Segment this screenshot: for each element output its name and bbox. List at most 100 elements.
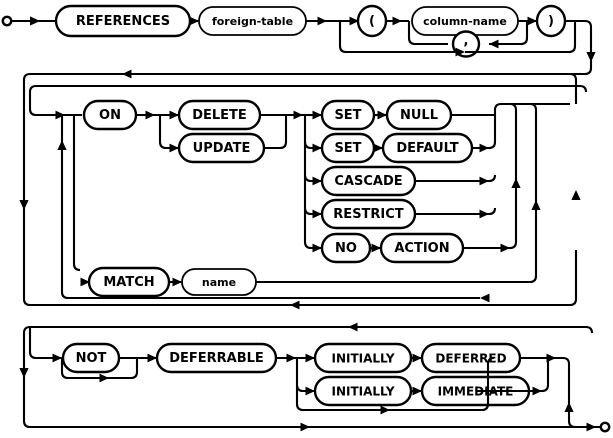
rail-action-spine <box>303 115 321 250</box>
arrow-head-initially-split <box>286 353 296 363</box>
node-action-label: ACTION <box>394 241 449 256</box>
rail-update-to-merge <box>264 115 288 150</box>
arrow-head-default <box>373 143 383 153</box>
rail-section2-entry-top-rail <box>36 84 588 93</box>
rail-immediate-to-merge <box>529 358 550 393</box>
node-name-label: name <box>202 276 236 289</box>
arrow-head-action-merge <box>500 243 510 253</box>
rail-section2-left-frame <box>22 72 31 307</box>
node-match-label: MATCH <box>103 275 154 290</box>
arrow-head-section3-exit-down <box>564 402 574 412</box>
rail-name-to-right-merge <box>256 102 538 284</box>
rail-comma-loop-left <box>407 21 448 46</box>
start-circle <box>1 15 13 27</box>
arrow-head-rparen <box>527 16 537 26</box>
rail-initially-bypass-merge <box>481 356 495 412</box>
node-null-label: NULL <box>400 108 438 123</box>
arrow-head-row1-down <box>586 52 596 62</box>
rail-section2-entry <box>28 84 82 117</box>
node-update-label: UPDATE <box>193 141 251 156</box>
rail-section2-to-match <box>72 115 81 272</box>
arrow-head-section2-repeat-up <box>57 140 67 150</box>
rail-comma-loop-right <box>489 21 529 46</box>
node-initially-deferred-initially-label: INITIALLY <box>331 352 394 366</box>
arrow-head-end <box>586 422 596 432</box>
arrow-head-action-merge-down <box>511 178 521 188</box>
arrow-head-cascade <box>312 176 322 186</box>
rail-action-merge-no-action-up <box>509 102 518 242</box>
rail-to-initially-immediate <box>295 384 314 393</box>
section-on-match: ON DELETE UPDATE SET <box>19 72 588 310</box>
node-foreign-table-label: foreign-table <box>212 15 293 28</box>
node-initially-immediate-initially-label: INITIALLY <box>331 385 394 399</box>
arrow-head-foreign-table <box>189 16 199 26</box>
rail-section2-return <box>30 250 578 307</box>
rail-action-merge-up <box>493 102 570 142</box>
arrow-head-start <box>30 16 40 26</box>
row-references: REFERENCES foreign-table ( column-name <box>1 4 596 79</box>
arrow-head-deferred <box>412 353 422 363</box>
node-references-label: REFERENCES <box>76 14 170 29</box>
arrow-head-set-null <box>312 110 322 120</box>
arrow-head-on-out <box>145 110 155 120</box>
node-set-default-set-label: SET <box>334 141 361 156</box>
node-immediate-label: IMMEDIATE <box>438 385 514 399</box>
arrow-head-set-default <box>312 143 322 153</box>
node-not-label: NOT <box>76 351 107 366</box>
rail-to-cascade <box>303 174 321 183</box>
arrow-head-default-merge <box>479 143 489 153</box>
rail-row1-to-row2-return <box>30 19 593 76</box>
arrow-head-split <box>317 16 327 26</box>
arrow-head-merge-column-list <box>455 47 465 57</box>
arrow-head-initially-immediate <box>305 386 315 396</box>
rail-action-to-merge <box>463 241 518 250</box>
end-circle <box>599 421 611 433</box>
rail-to-restrict <box>303 207 321 216</box>
node-deferred-label: DEFERRED <box>435 352 506 366</box>
arrow-head-action-split <box>293 110 303 120</box>
arrow-head-match <box>80 277 90 287</box>
arrow-head-initially-deferred <box>305 353 315 363</box>
node-rparen-label: ) <box>548 14 554 29</box>
rail-to-set-default <box>303 141 321 150</box>
arrow-head-comma-loop <box>489 39 499 49</box>
rail-initially-bypass <box>295 358 482 412</box>
arrow-head-no-action <box>312 243 322 253</box>
arrow-head-section3-entry <box>52 353 62 363</box>
rail-restrict-to-merge <box>415 207 497 216</box>
rail-section2-repeat-outer <box>60 115 480 300</box>
arrow-head-section3-top-left <box>348 322 358 332</box>
rail-bypass-column-list-down <box>338 21 455 54</box>
arrow-head-section3-bypass-down <box>19 368 29 378</box>
arrow-head-cascade-merge <box>479 176 489 186</box>
rail-split-to-update <box>158 115 178 150</box>
node-on-label: ON <box>99 108 121 123</box>
arrow-head-update <box>169 143 179 153</box>
arrow-head-column-name <box>392 16 402 26</box>
arrow-head-section2-bypass-down <box>19 200 29 210</box>
rail-default-to-merge <box>472 141 497 150</box>
node-comma-label: , <box>464 34 469 49</box>
arrow-head-restrict-merge <box>479 209 489 219</box>
arrow-head-section2-repeat-join <box>480 293 490 303</box>
node-cascade-label: CASCADE <box>334 174 402 189</box>
arrow-head-deferrable <box>147 353 157 363</box>
arrow-head-lparen <box>349 16 359 26</box>
node-default-label: DEFAULT <box>396 141 458 156</box>
arrow-head-restrict <box>312 209 322 219</box>
arrow-head-immediate <box>412 386 422 396</box>
node-no-label: NO <box>335 241 357 256</box>
arrow-head-initially-bypass <box>380 405 390 415</box>
arrow-head-name <box>172 277 182 287</box>
rail-section3-top <box>30 325 594 334</box>
node-set-null-set-label: SET <box>334 108 361 123</box>
node-lparen-label: ( <box>369 14 375 29</box>
arrow-head-immediate-merge <box>532 386 542 396</box>
arrow-head-section2-out-down <box>571 190 581 200</box>
arrow-head-not-bypass <box>99 373 109 383</box>
arrow-head-null <box>377 110 387 120</box>
arrow-head-delete <box>169 110 179 120</box>
rail-section3-entry <box>28 327 62 360</box>
